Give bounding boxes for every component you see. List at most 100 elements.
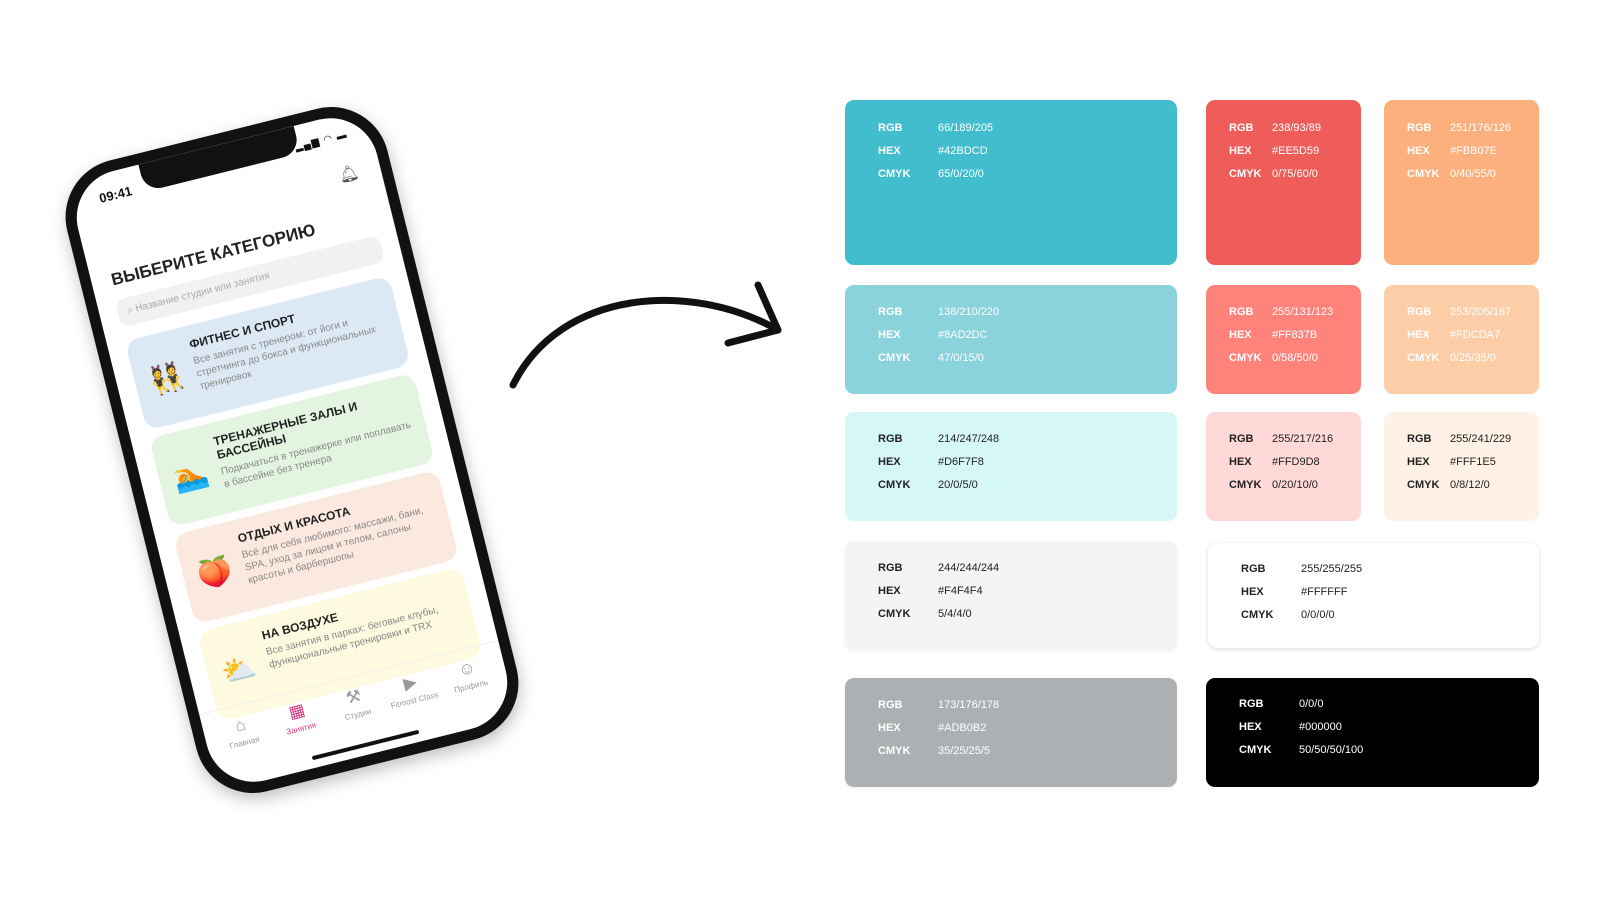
cmyk-label: CMYK [1229, 168, 1262, 180]
cmyk-label: CMYK [1239, 744, 1272, 756]
hex-value: #FFFFFF [1301, 586, 1348, 598]
rgb-value: 255/255/255 [1301, 563, 1363, 575]
cmyk-value: 0/75/60/0 [1272, 168, 1318, 180]
cmyk-label: CMYK [878, 168, 911, 180]
hex-label: HEX [1241, 586, 1264, 598]
cmyk-value: 65/0/20/0 [938, 168, 984, 180]
cmyk-value: 5/4/4/0 [938, 608, 972, 620]
hex-label: HEX [1407, 329, 1430, 341]
rgb-value: 66/189/205 [938, 122, 994, 134]
hex-row: HEX #FF837B [1229, 329, 1317, 341]
rgb-label: RGB [878, 122, 903, 134]
hex-value: #F4F4F4 [938, 585, 983, 597]
hex-row: HEX #F4F4F4 [878, 585, 983, 597]
cmyk-value: 47/0/15/0 [938, 352, 984, 364]
hex-label: HEX [1229, 145, 1252, 157]
cmyk-label: CMYK [1241, 609, 1274, 621]
hex-row: HEX #FDCDA7 [1407, 329, 1500, 341]
hex-value: #FBB07E [1450, 145, 1498, 157]
hex-label: HEX [878, 329, 901, 341]
cmyk-label: CMYK [1229, 352, 1262, 364]
rgb-row: RGB 255/217/216 [1229, 433, 1333, 445]
rgb-label: RGB [1229, 433, 1254, 445]
rgb-label: RGB [1239, 698, 1264, 710]
hex-value: #42BDCD [938, 145, 988, 157]
cmyk-label: CMYK [878, 479, 911, 491]
hex-row: HEX#D6F7F8 [878, 456, 984, 468]
rgb-row: RGB 251/176/126 [1407, 122, 1511, 134]
hex-label: HEX [1229, 456, 1252, 468]
hex-label: HEX [1229, 329, 1252, 341]
hex-row: HEX #FFD9D8 [1229, 456, 1320, 468]
cmyk-value: 35/25/25/5 [938, 745, 990, 757]
cmyk-label: CMYK [1407, 352, 1440, 364]
cmyk-row: CMYK 65/0/20/0 [878, 168, 984, 180]
rgb-value: 251/176/126 [1450, 122, 1512, 134]
cmyk-value: 0/20/10/0 [1272, 479, 1318, 491]
hex-row: HEX#FFF1E5 [1407, 456, 1496, 468]
hex-label: HEX [878, 145, 901, 157]
rgb-value: 255/241/229 [1450, 433, 1512, 445]
rgb-label: RGB [878, 699, 903, 711]
hex-row: HEX#ADB0B2 [878, 722, 986, 734]
rgb-value: 214/247/248 [938, 433, 1000, 445]
cmyk-value: 50/50/50/100 [1299, 744, 1364, 756]
hex-value: #FDCDA7 [1450, 329, 1501, 341]
hex-label: HEX [1407, 456, 1430, 468]
cmyk-value: 0/0/0/0 [1301, 609, 1335, 621]
hex-row: HEX #42BDCD [878, 145, 988, 157]
hex-label: HEX [1239, 721, 1262, 733]
rgb-value: 253/205/167 [1450, 306, 1512, 318]
cmyk-value: 0/40/55/0 [1450, 168, 1496, 180]
cmyk-row: CMYK 47/0/15/0 [878, 352, 984, 364]
cmyk-value: 0/25/35/0 [1450, 352, 1496, 364]
hex-row: HEX #8AD2DC [878, 329, 988, 341]
hex-row: HEX#EE5D59 [1229, 145, 1319, 157]
hex-row: HEX #FFFFFF [1241, 586, 1347, 598]
rgb-row: RGB 255/241/229 [1407, 433, 1511, 445]
rgb-label: RGB [1407, 433, 1432, 445]
rgb-label: RGB [1407, 122, 1432, 134]
cmyk-row: CMYK 0/0/0/0 [1241, 609, 1335, 621]
cmyk-label: CMYK [878, 352, 911, 364]
rgb-value: 255/217/216 [1272, 433, 1334, 445]
rgb-label: RGB [1407, 306, 1432, 318]
hex-label: HEX [1407, 145, 1430, 157]
hex-value: #8AD2DC [938, 329, 988, 341]
cmyk-row: CMYK 0/8/12/0 [1407, 479, 1490, 491]
rgb-value: 238/93/89 [1272, 122, 1321, 134]
cmyk-label: CMYK [1407, 479, 1440, 491]
hex-row: HEX #000000 [1239, 721, 1342, 733]
rgb-value: 173/176/178 [938, 699, 1000, 711]
cmyk-row: CMYK 0/20/10/0 [1229, 479, 1318, 491]
hex-label: HEX [878, 585, 901, 597]
cmyk-value: 0/8/12/0 [1450, 479, 1490, 491]
hex-value: #000000 [1299, 721, 1342, 733]
rgb-label: RGB [878, 306, 903, 318]
rgb-label: RGB [1229, 122, 1254, 134]
cmyk-label: CMYK [1229, 479, 1262, 491]
hex-value: #FFD9D8 [1272, 456, 1320, 468]
hex-value: #FF837B [1272, 329, 1318, 341]
rgb-row: RGB 253/205/167 [1407, 306, 1511, 318]
